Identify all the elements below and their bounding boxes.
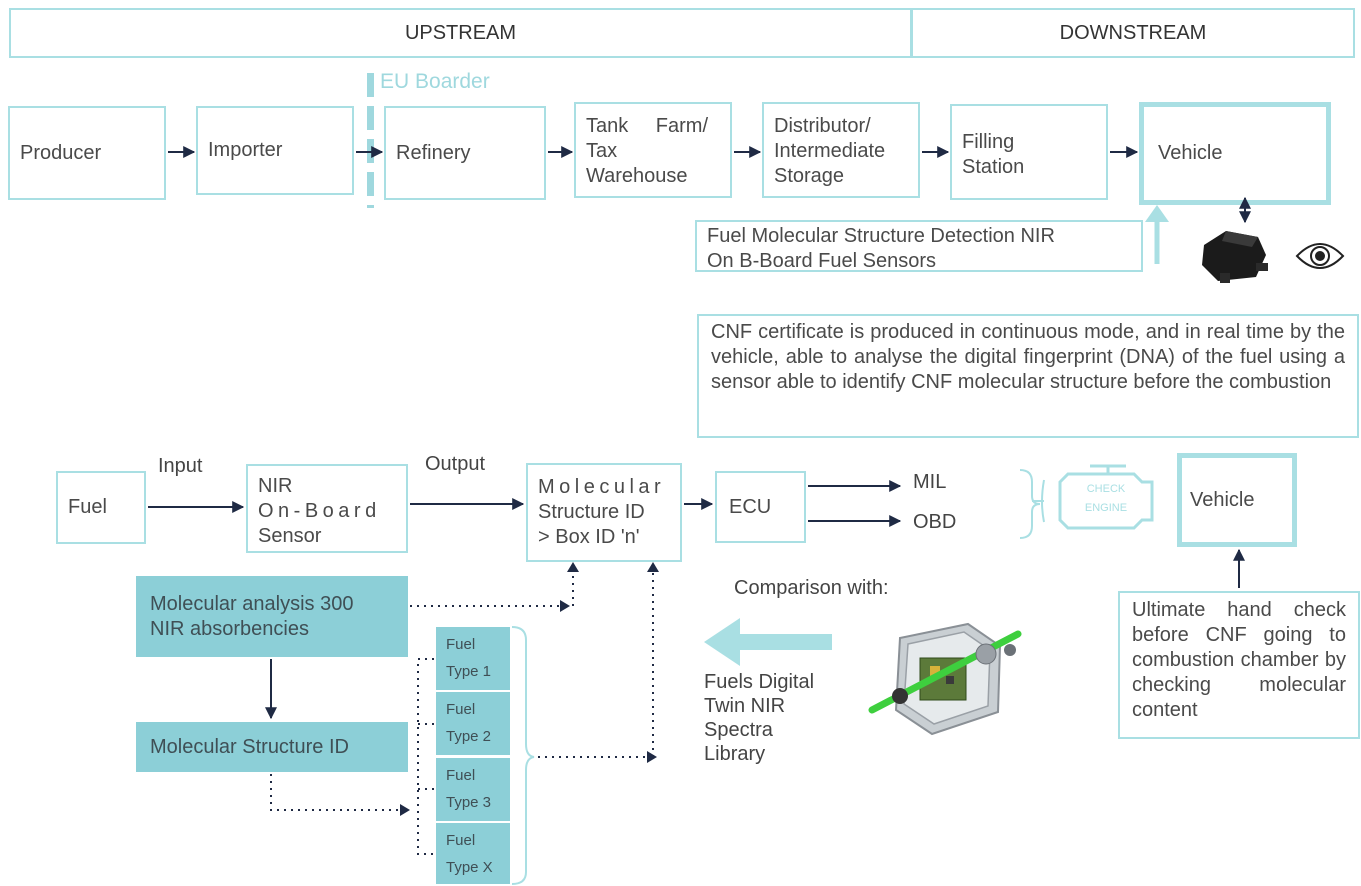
check-engine-icon: CHECK ENGINE xyxy=(1030,462,1160,534)
eu-border-label: EU Boarder xyxy=(380,70,490,93)
vehicle-box-top: Vehicle xyxy=(1139,102,1331,205)
nir-note-line-2: On B-Board Fuel Sensors xyxy=(707,250,936,272)
dotted-arrowhead-2 xyxy=(567,562,579,572)
downstream-header: DOWNSTREAM xyxy=(911,8,1355,58)
library-line-3: Spectra xyxy=(704,719,773,741)
nir-sensor-line-2: On-Board xyxy=(258,500,381,522)
fuel-types-brace xyxy=(511,626,535,885)
nir-absorbencies-box: Molecular analysis 300 NIR absorbencies xyxy=(136,576,408,657)
tank-farm-line-1: Tank Farm/ xyxy=(586,115,709,137)
producer-label: Producer xyxy=(20,141,102,164)
fuel-type-x-box: Fuel Type X xyxy=(436,823,510,884)
producer-box: Producer xyxy=(8,106,166,200)
library-line-4: Library xyxy=(704,743,766,765)
hand-check-text: Ultimate hand check before CNF going to … xyxy=(1132,599,1346,721)
check-engine-line-1: CHECK xyxy=(1087,483,1126,495)
ecu-label: ECU xyxy=(729,495,772,518)
obd-label: OBD xyxy=(913,511,957,533)
mil-label: MIL xyxy=(913,471,947,493)
cnf-certificate-note: CNF certificate is produced in continuou… xyxy=(697,314,1359,438)
nir-absorbencies-line-1: Molecular analysis 300 xyxy=(150,593,354,615)
molecular-id-line-2: Structure ID xyxy=(538,501,645,523)
hand-check-box: Ultimate hand check before CNF going to … xyxy=(1118,591,1360,739)
fuel-type-x-line-2: Type X xyxy=(446,859,493,876)
output-label: Output xyxy=(425,453,486,475)
fuel-label: Fuel xyxy=(68,496,107,518)
distributor-line-2: Intermediate xyxy=(774,140,886,162)
fuel-type-3-box: Fuel Type 3 xyxy=(436,758,510,821)
filling-station-box: Filling Station xyxy=(950,104,1108,200)
refinery-label: Refinery xyxy=(396,141,471,164)
dotted-arrowhead-5 xyxy=(647,562,659,572)
molecular-id-line-1: Molecular xyxy=(538,476,666,498)
library-line-2: Twin NIR xyxy=(704,695,786,717)
fuel-type-1-box: Fuel Type 1 xyxy=(436,627,510,690)
nir-sensor-box: NIR On-Board Sensor xyxy=(246,464,408,553)
fuel-type-x-line-1: Fuel xyxy=(446,832,476,849)
sensor-cutaway-icon xyxy=(860,610,1028,750)
library-label: Fuels Digital Twin NIR Spectra Library xyxy=(704,670,814,766)
eye-icon xyxy=(1295,238,1345,274)
dotted-structure-fueltype3 xyxy=(270,774,398,811)
nir-note-box: Fuel Molecular Structure Detection NIR O… xyxy=(695,220,1143,272)
comparison-label: Comparison with: xyxy=(734,577,889,599)
tank-farm-box: Tank Farm/ Tax Warehouse xyxy=(574,102,732,198)
fuel-type-2-line-1: Fuel xyxy=(446,701,476,718)
tank-farm-line-2: Tax xyxy=(586,140,618,162)
library-line-1: Fuels Digital xyxy=(704,671,815,693)
vehicle-box-bottom: Vehicle xyxy=(1177,453,1297,547)
dotted-fueltype-bracket xyxy=(417,658,434,855)
nir-note-line-1: Fuel Molecular Structure Detection NIR xyxy=(707,225,1055,247)
arrow-nir-up-head xyxy=(1145,205,1169,222)
distributor-line-3: Storage xyxy=(774,165,845,187)
dotted-arrowhead-4 xyxy=(647,751,657,763)
fuel-type-3-line-1: Fuel xyxy=(446,767,476,784)
input-label: Input xyxy=(158,455,203,477)
fuel-type-1-line-1: Fuel xyxy=(446,636,476,653)
eu-border-line xyxy=(367,73,374,208)
nir-sensor-line-3: Sensor xyxy=(258,525,322,547)
refinery-box: Refinery xyxy=(384,106,546,200)
filling-station-line-1: Filling xyxy=(962,131,1015,153)
fuel-type-2-line-2: Type 2 xyxy=(446,728,492,745)
check-engine-line-2: ENGINE xyxy=(1085,502,1127,514)
molecular-structure-id-box: Molecular Structure ID xyxy=(136,722,408,772)
molecular-id-line-3: > Box ID 'n' xyxy=(538,526,640,548)
fuel-type-1-line-2: Type 1 xyxy=(446,663,492,680)
tank-farm-line-3: Warehouse xyxy=(586,165,688,187)
molecular-id-box: Molecular Structure ID > Box ID 'n' xyxy=(526,463,682,562)
vehicle-label-top: Vehicle xyxy=(1158,142,1223,164)
fuel-box: Fuel xyxy=(56,471,146,544)
distributor-box: Distributor/ Intermediate Storage xyxy=(762,102,920,198)
distributor-line-1: Distributor/ xyxy=(774,115,871,137)
filling-station-line-2: Station xyxy=(962,156,1025,178)
importer-label: Importer xyxy=(208,139,283,161)
fuel-sensor-device-icon xyxy=(1196,225,1272,285)
dotted-arrowhead-1 xyxy=(560,600,570,612)
importer-box: Importer xyxy=(196,106,354,195)
ecu-box: ECU xyxy=(715,471,806,543)
fuel-type-3-line-2: Type 3 xyxy=(446,794,492,811)
vehicle-label-bottom: Vehicle xyxy=(1190,488,1255,511)
nir-absorbencies-line-2: NIR absorbencies xyxy=(150,618,309,640)
comparison-arrow xyxy=(704,618,832,666)
fuel-type-2-box: Fuel Type 2 xyxy=(436,692,510,755)
dotted-arrowhead-3 xyxy=(400,804,410,816)
nir-sensor-line-1: NIR xyxy=(258,475,293,497)
mil-obd-brace xyxy=(1019,469,1041,539)
